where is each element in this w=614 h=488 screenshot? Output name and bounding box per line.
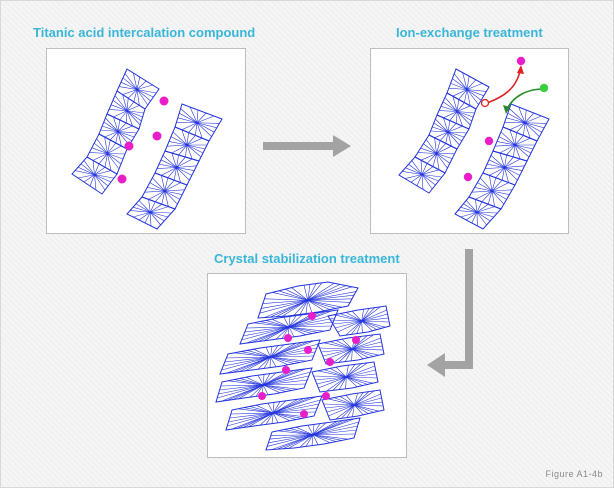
panel-title-ion-exchange: Ion-exchange treatment: [396, 25, 543, 40]
polyhedron-hatching: [484, 152, 525, 183]
polyhedron-hatching: [89, 136, 126, 171]
interlayer-ion: [300, 410, 308, 418]
polyhedron: [398, 156, 446, 194]
process-arrow-down-left: [427, 249, 473, 377]
polyhedron-hatching: [217, 368, 311, 402]
polyhedron: [311, 361, 379, 393]
interlayer-ion: [159, 96, 169, 106]
process-arrow-right: [263, 135, 351, 157]
polyhedron-hatching: [108, 94, 144, 127]
interlayer-ion: [282, 366, 290, 374]
polyhedron-hatching: [129, 199, 172, 227]
polyhedron: [317, 333, 385, 365]
polyhedron: [215, 367, 313, 403]
stabilized-crystal-structure: [215, 281, 391, 451]
layered-structure-right: [398, 68, 550, 230]
polyhedron-hatching: [156, 152, 197, 183]
interlayer-ion: [484, 136, 494, 146]
interlayer-ion: [516, 56, 526, 66]
polyhedron: [454, 196, 502, 230]
polyhedron-hatching: [74, 160, 115, 191]
polyhedron-hatching: [323, 390, 384, 420]
polyhedron: [321, 389, 385, 421]
incoming-ion: [539, 83, 549, 93]
polyhedron-hatching: [176, 106, 220, 139]
interlayer-ion: [258, 392, 266, 400]
panel-title-intercalation: Titanic acid intercalation compound: [33, 25, 256, 40]
panel-intercalation: [46, 48, 246, 234]
polyhedron-hatching: [417, 137, 455, 170]
panel-title-crystal-stabilization: Crystal stabilization treatment: [214, 251, 400, 266]
polyhedron-hatching: [494, 129, 535, 160]
polyhedron-hatching: [166, 129, 207, 160]
polyhedron: [71, 156, 118, 195]
polyhedron: [327, 305, 391, 337]
interlayer-ion: [284, 334, 292, 342]
polyhedron-hatching: [313, 362, 378, 392]
panel-crystal-stabilization: [207, 273, 407, 458]
interlayer-ion: [304, 346, 312, 354]
polyhedron-hatching: [267, 418, 359, 450]
polyhedron-hatching: [330, 306, 390, 336]
polyhedron-hatching: [259, 282, 357, 318]
interlayer-ion: [152, 131, 162, 141]
polyhedron-hatching: [319, 334, 384, 364]
polyhedron: [239, 309, 339, 345]
interlayer-ion: [463, 172, 473, 182]
polyhedron-hatching: [504, 106, 547, 139]
stabilized-ions: [258, 312, 360, 418]
polyhedron-hatching: [118, 72, 157, 106]
panel-ion-exchange: [370, 48, 569, 234]
polyhedron: [265, 417, 361, 451]
layered-structure-left: [71, 68, 223, 230]
interlayer-ion: [322, 392, 330, 400]
polyhedron-hatching: [438, 96, 475, 127]
polyhedron-hatching: [221, 340, 319, 374]
polyhedron-hatching: [144, 175, 185, 207]
ion-exchange-paths: [480, 65, 549, 114]
polyhedron: [225, 395, 323, 431]
polyhedron: [257, 281, 359, 319]
interlayer-ion: [308, 312, 316, 320]
interlayer-ion: [352, 336, 360, 344]
interlayer-ion: [124, 141, 134, 151]
polyhedron-hatching: [448, 72, 487, 106]
polyhedron: [219, 339, 321, 375]
figure-label: Figure A1-4b: [545, 469, 603, 479]
interlayer-ion: [326, 358, 334, 366]
polyhedron-hatching: [100, 116, 137, 147]
interlayer-ion: [117, 174, 127, 184]
polyhedron-hatching: [227, 396, 321, 430]
interlayer-ions-left: [117, 96, 169, 184]
interlayer-ions-right: [463, 56, 526, 182]
polyhedron-hatching: [241, 310, 337, 344]
polyhedron-hatching: [402, 160, 442, 190]
polyhedron-hatching: [457, 199, 498, 227]
polyhedron-hatching: [430, 117, 467, 147]
polyhedron-hatching: [471, 175, 513, 207]
polyhedron: [126, 196, 176, 230]
